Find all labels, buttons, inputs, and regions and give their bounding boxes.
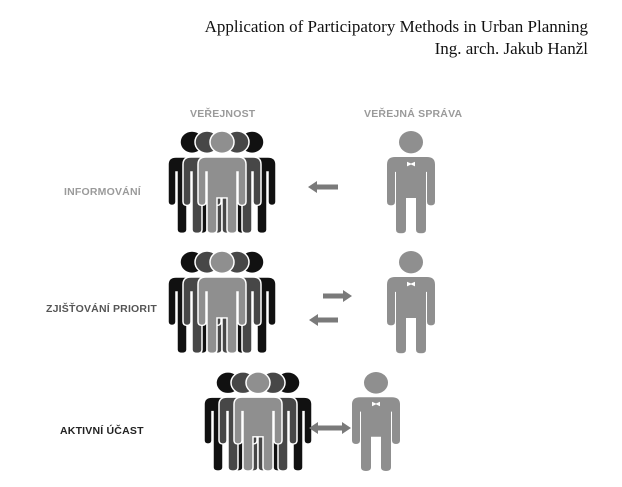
column-header-administration: VEŘEJNÁ SPRÁVA	[364, 108, 463, 120]
column-header-public: VEŘEJNOST	[190, 108, 256, 120]
double-arrow-icon	[309, 422, 351, 434]
level-label-informing: INFORMOVÁNÍ	[64, 186, 141, 198]
arrow-left-icon	[309, 314, 338, 326]
public-crowd-icon	[168, 251, 276, 353]
arrow-right-icon	[323, 290, 352, 302]
arrow-left-icon	[308, 181, 338, 193]
official-person-icon	[387, 131, 435, 233]
public-crowd-icon	[204, 372, 312, 471]
document-title: Application of Participatory Methods in …	[204, 17, 588, 36]
official-person-icon	[352, 372, 400, 471]
public-crowd-icon	[168, 131, 276, 233]
level-label-participation: AKTIVNÍ ÚČAST	[60, 425, 144, 437]
document-author: Ing. arch. Jakub Hanžl	[434, 39, 588, 58]
level-label-priorities: ZJIŠŤOVÁNÍ PRIORIT	[46, 303, 157, 315]
official-person-icon	[387, 251, 435, 353]
